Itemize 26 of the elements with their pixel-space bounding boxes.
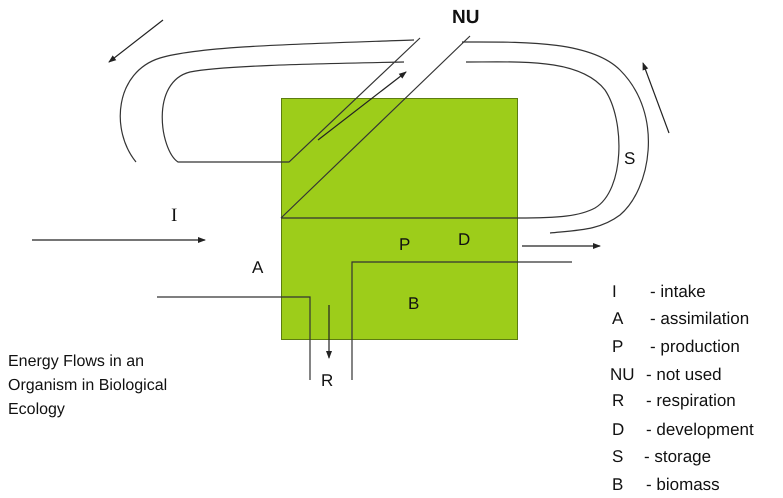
key-description: - storage: [644, 448, 712, 465]
key-symbol: A: [612, 310, 624, 327]
flow-label: S: [624, 150, 636, 167]
key-symbol: P: [612, 338, 624, 355]
key-symbol: S: [612, 448, 624, 465]
flow-label: R: [321, 372, 334, 389]
flow-label: NU: [452, 8, 480, 27]
key-description: - assimilation: [650, 310, 750, 327]
organism-box: [281, 98, 518, 340]
key-description: - production: [650, 338, 740, 355]
key-description: - development: [646, 421, 754, 438]
flow-label: P: [399, 236, 410, 253]
flow-label: I: [171, 206, 178, 225]
key-symbol: I: [612, 283, 617, 300]
caption: Energy Flows in an Organism in Biological Ecology: [8, 352, 168, 420]
key-description: - respiration: [646, 392, 736, 409]
key-symbol: D: [612, 421, 624, 438]
key-description: - biomass: [646, 476, 720, 493]
key-symbol: R: [612, 392, 624, 409]
key-symbol: NU: [610, 366, 635, 383]
flow-label: A: [252, 259, 264, 276]
key-symbol: B: [612, 476, 624, 493]
flow-label: D: [458, 231, 470, 248]
flow-label: B: [408, 295, 420, 312]
key-description: - intake: [650, 283, 706, 300]
key-description: - not used: [646, 366, 722, 383]
